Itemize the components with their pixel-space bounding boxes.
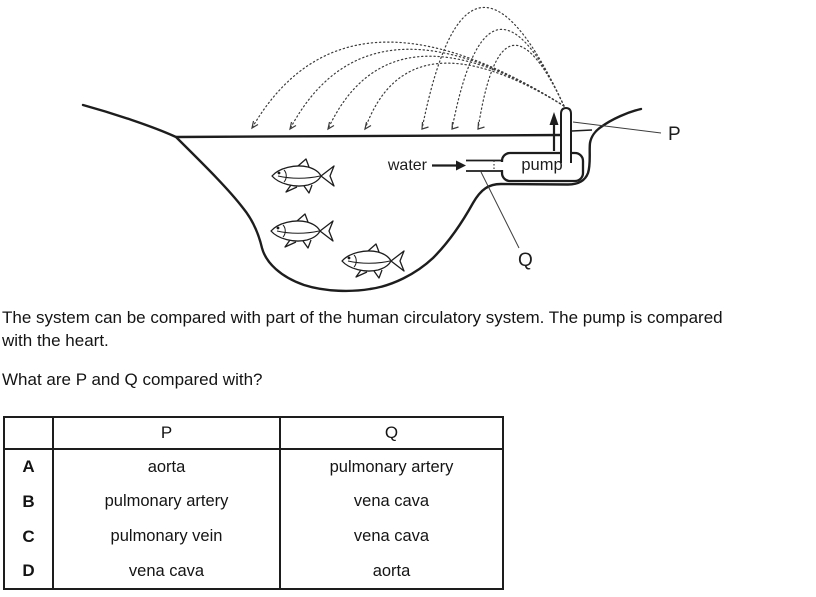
up-arrow-icon: [549, 112, 559, 151]
question-prompt: What are P and Q compared with?: [2, 370, 263, 389]
inlet-pipe: [466, 159, 502, 172]
option-letter: C: [4, 519, 54, 554]
table-cell: aorta: [372, 561, 411, 580]
table-row: A aorta pulmonary artery: [4, 449, 503, 484]
water-flow-arrow-icon: [432, 160, 466, 171]
p-column-header: P: [53, 417, 281, 450]
fish-icon: [270, 213, 334, 249]
intro-line: with the heart.: [2, 330, 109, 350]
option-letter: A: [4, 449, 54, 484]
table-cell: pulmonary artery: [329, 457, 454, 476]
spray-arrowheads: [251, 120, 485, 131]
intro-line: The system can be compared with part of …: [2, 308, 723, 327]
corner-header-cell: [4, 417, 54, 450]
option-letter: B: [4, 484, 54, 519]
question-intro-text: The system can be compared with part of …: [2, 307, 810, 352]
table-header-row: P Q: [4, 417, 503, 450]
table-cell: pulmonary vein: [53, 519, 281, 554]
inlet-opening: [466, 162, 504, 170]
answer-options-table: P Q A aorta pulmonary artery B pulmonary…: [3, 416, 504, 590]
pond-outline: [81, 103, 643, 293]
table-cell: vena cava: [53, 554, 281, 589]
table-cell: vena cava: [353, 527, 430, 545]
outlet-pipe: [560, 106, 572, 163]
table-row: B pulmonary artery vena cava: [4, 484, 503, 519]
q-pointer-line: [480, 171, 520, 249]
water-spray-arcs: [251, 6, 565, 130]
table-cell: aorta: [53, 449, 281, 484]
fish-icon: [271, 158, 335, 194]
table-cell: vena cava: [353, 492, 430, 510]
p-label: P: [668, 124, 681, 145]
water-label: water: [387, 157, 428, 174]
q-column-header: Q: [280, 417, 503, 450]
table-row: C pulmonary vein vena cava: [4, 519, 503, 554]
pump-assembly: [432, 106, 585, 183]
water-surface-line-right: [571, 129, 593, 132]
table-cell: pulmonary artery: [53, 484, 281, 519]
water-surface-line: [175, 133, 562, 139]
fish-icon: [341, 243, 405, 279]
pump-label: pump: [521, 156, 562, 174]
table-row: D vena cava aorta: [4, 554, 503, 589]
p-pointer-line: [572, 121, 662, 134]
pond-pump-diagram: water pump P Q: [81, 6, 681, 293]
q-label: Q: [518, 250, 533, 271]
fish-school: [270, 158, 405, 279]
option-letter: D: [4, 554, 54, 589]
